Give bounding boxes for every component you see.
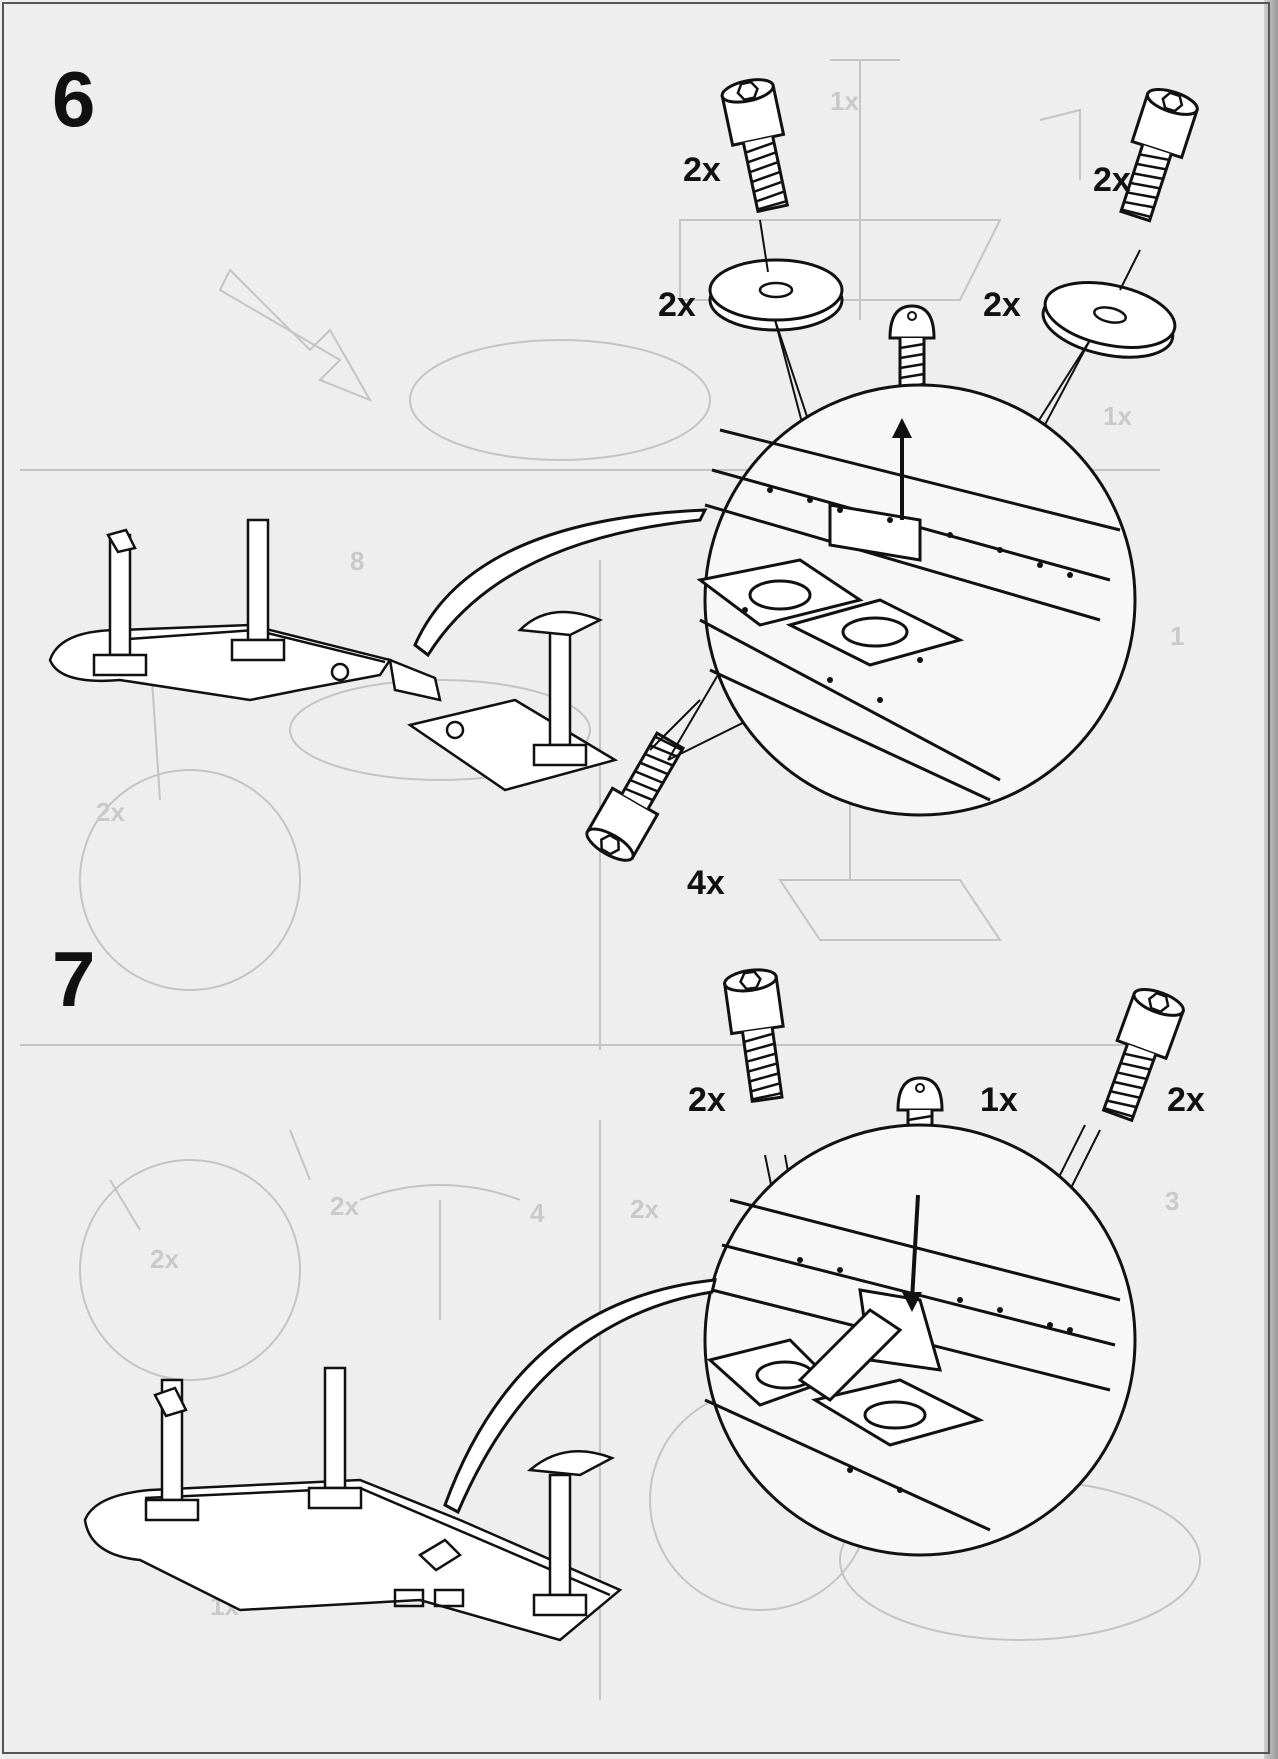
svg-text:1x: 1x: [1103, 401, 1132, 431]
svg-text:2x: 2x: [630, 1194, 659, 1224]
step6-arrow-up-icon: [892, 418, 912, 520]
svg-text:1x: 1x: [830, 86, 859, 116]
svg-text:8: 8: [350, 546, 364, 576]
step7-group: [83, 965, 1189, 1642]
step7-arrow-down-icon: [902, 1194, 922, 1312]
step6-screw-bottom-qty: 4x: [687, 864, 725, 902]
step6-desk-frame-icon: [48, 518, 619, 792]
step7-desk-frame-icon: [83, 1366, 623, 1642]
step6-detail-callout: [703, 383, 1137, 817]
svg-text:3: 3: [1165, 1186, 1179, 1216]
step6-washer-left-qty: 2x: [658, 286, 696, 324]
step6-screw-right-qty: 2x: [1093, 161, 1131, 199]
svg-text:2x: 2x: [330, 1191, 359, 1221]
step-number-7: 7: [52, 935, 96, 1023]
step7-bolt-center-qty: 1x: [980, 1081, 1018, 1119]
svg-text:4: 4: [530, 1198, 545, 1228]
step6-screw-left-qty: 2x: [683, 151, 721, 189]
svg-text:2x: 2x: [96, 797, 125, 827]
sheet-edge-shadow: [1264, 0, 1278, 1759]
svg-text:2x: 2x: [150, 1244, 179, 1274]
step7-screw-left-qty: 2x: [688, 1081, 726, 1119]
step7-screw-right-qty: 2x: [1167, 1081, 1205, 1119]
step-number-6: 6: [52, 55, 96, 143]
step6-group: [48, 74, 1202, 868]
svg-text:1: 1: [1170, 621, 1184, 651]
step6-washer-right-qty: 2x: [983, 286, 1021, 324]
